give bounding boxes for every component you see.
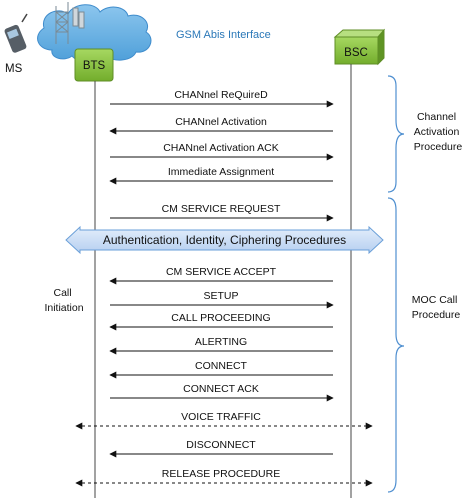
page-title: GSM Abis Interface — [176, 29, 271, 41]
message-label: DISCONNECT — [186, 439, 256, 451]
message-label: CHANnel Activation — [175, 116, 267, 128]
call-initiation-line: Initiation — [44, 302, 83, 314]
moc-call-procedure-label: MOC Call Procedure — [412, 294, 461, 321]
mobile-phone-icon — [4, 13, 28, 53]
message-label: CONNECT ACK — [183, 383, 259, 395]
bts-label: BTS — [83, 60, 106, 72]
cell-tower-icon — [55, 2, 85, 44]
auth-band-arrow — [65, 225, 384, 255]
message-label: ALERTING — [195, 336, 247, 348]
message-label: CALL PROCEEDING — [171, 312, 270, 324]
bsc-label: BSC — [344, 47, 368, 59]
procedure-line: Procedure — [412, 309, 461, 321]
procedure-line: Procedure — [414, 141, 463, 153]
message-label: CM SERVICE REQUEST — [162, 203, 281, 215]
bts-node — [74, 48, 114, 82]
message-label: SETUP — [203, 290, 238, 302]
message-label: CHANnel Activation ACK — [163, 142, 279, 154]
procedure-line: Channel — [417, 111, 456, 123]
message-label: CM SERVICE ACCEPT — [166, 266, 277, 278]
procedure-line: Activation — [414, 126, 460, 138]
moc-call-brace — [387, 197, 405, 493]
bsc-node — [333, 28, 386, 66]
call-initiation-line: Call — [53, 287, 71, 299]
message-label: VOICE TRAFFIC — [181, 411, 261, 423]
ms-label: MS — [5, 63, 23, 75]
message-label: CONNECT — [195, 360, 248, 372]
message-list: CHANnel ReQuireD CHANnel ActivationCHANne… — [65, 89, 384, 487]
procedure-line: MOC Call — [412, 294, 458, 306]
message-label: CHANnel ReQuireD — [174, 89, 268, 101]
channel-activation-brace — [387, 75, 405, 193]
call-initiation-label: Call Initiation — [44, 287, 83, 314]
channel-activation-procedure-label: Channel Activation Procedure — [414, 111, 463, 153]
message-label: Immediate Assignment — [168, 166, 274, 178]
message-label: RELEASE PROCEDURE — [162, 468, 280, 480]
message-label: Authentication, Identity, Ciphering Proc… — [103, 233, 346, 247]
